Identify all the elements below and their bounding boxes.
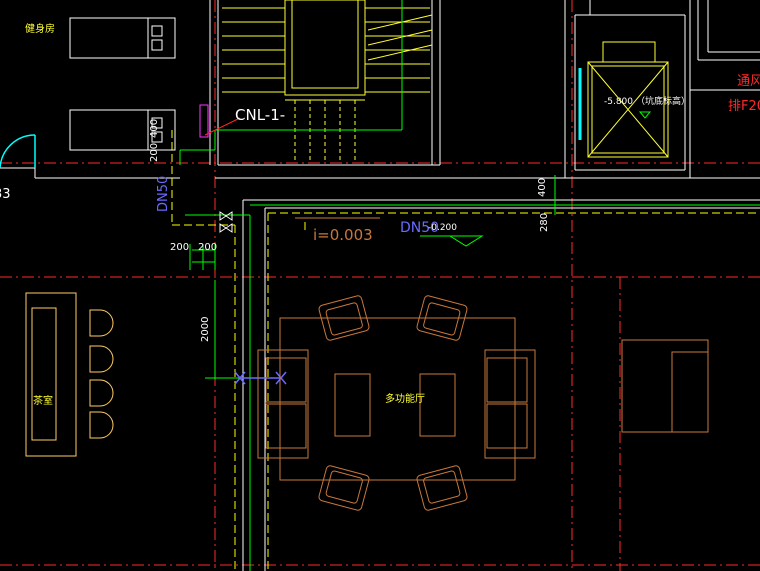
leader-line <box>204 117 241 136</box>
right-text-1: 通风 <box>737 74 760 89</box>
room-label-tea: 茶室 <box>33 394 53 407</box>
pipe-sleeve <box>199 104 209 138</box>
level-triangle <box>448 235 484 247</box>
room-label-hall: 多功能厅 <box>385 392 425 405</box>
right-text-2: 排F20 <box>728 99 760 114</box>
dim-2000: 2000 <box>200 317 211 342</box>
tea-room-furniture <box>25 292 114 457</box>
slope-label: i=0.003 <box>313 226 373 244</box>
dim-280: 280 <box>539 213 550 232</box>
stairs <box>222 0 433 160</box>
valve-symbols <box>219 211 233 233</box>
room-label-gym: 健身房 <box>25 22 55 35</box>
dn50-vertical-label: DN50 <box>156 176 171 212</box>
elevator-shaft <box>587 41 669 158</box>
dim-400-a: 400 <box>149 119 160 138</box>
door-swing <box>0 134 36 169</box>
dim-200-c: 200 <box>198 242 217 253</box>
pipe-tag-label: CNL-1- <box>235 106 285 124</box>
cross-symbol <box>234 371 287 385</box>
left-edge-number: 33 <box>0 187 11 202</box>
dim-200-b: 200 <box>170 242 189 253</box>
dim-200-a: 200 <box>149 143 160 162</box>
elevator-level-marker <box>638 111 652 119</box>
green-pipes <box>179 0 760 571</box>
elevator-level-label: -5.800 <box>604 97 633 107</box>
elevator-note-label: （坑底标高） <box>636 95 690 107</box>
cad-text: 健身房 茶室 多功能厅 CNL-1- DN50 DN50 i=0.003 -0.… <box>0 22 760 407</box>
yellow-pipes <box>171 130 760 571</box>
dim-400-b: 400 <box>537 178 548 197</box>
dn50-horizontal-label: DN50 <box>400 220 439 236</box>
level-label: -0.200 <box>428 223 457 233</box>
gym-equipment <box>69 17 176 151</box>
multi-hall-furniture <box>257 295 709 511</box>
dimension-lines <box>189 244 216 270</box>
